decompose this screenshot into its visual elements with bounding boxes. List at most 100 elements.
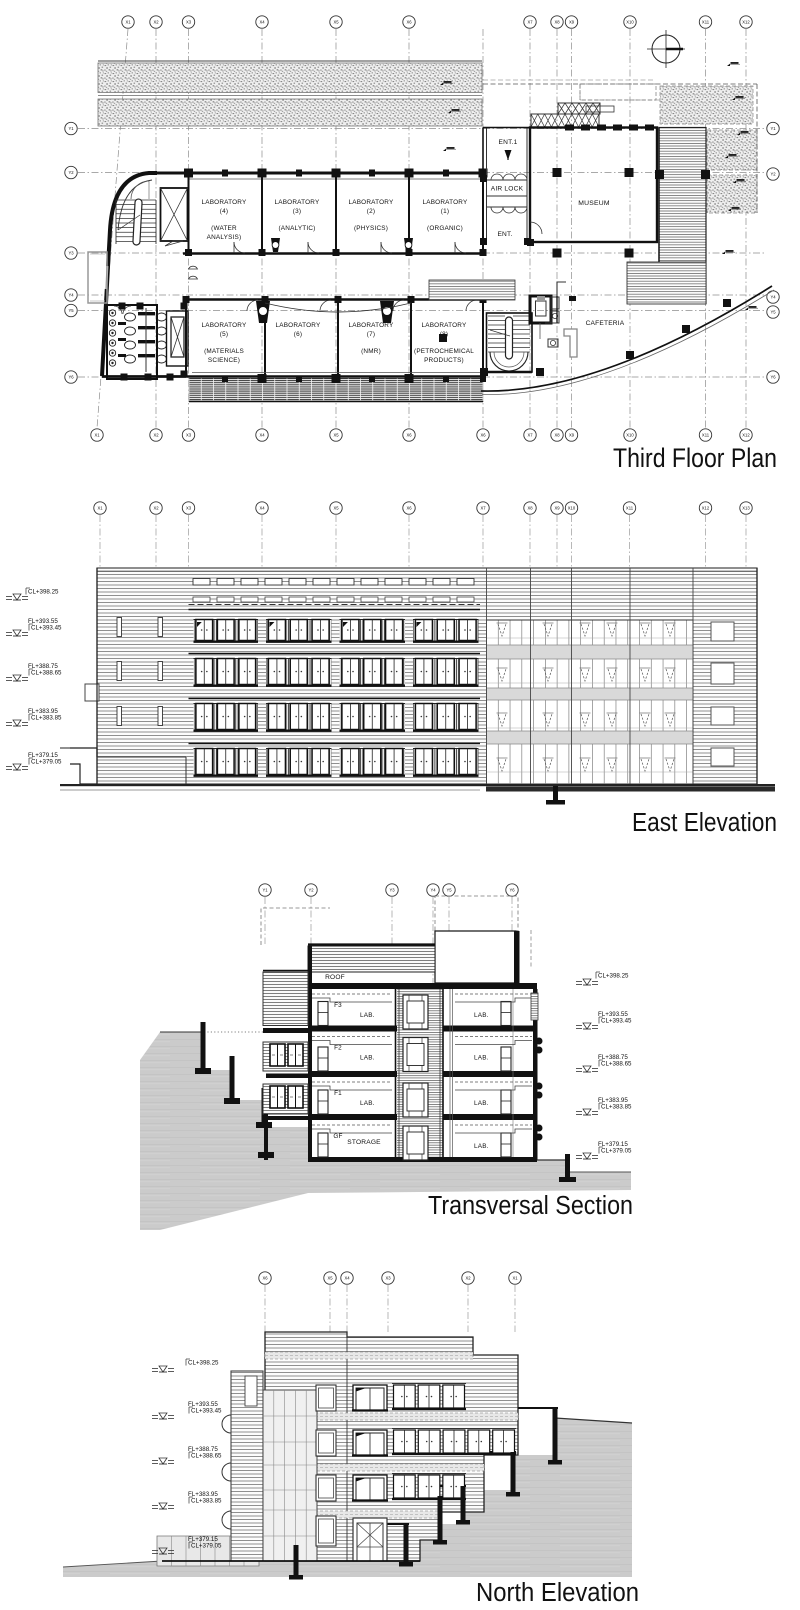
svg-text:X3: X3	[186, 506, 192, 511]
svg-text:X2: X2	[153, 20, 159, 25]
svg-text:Y4: Y4	[770, 295, 776, 300]
svg-text:AIR LOCK: AIR LOCK	[491, 186, 524, 193]
svg-text:(2): (2)	[367, 208, 375, 215]
svg-text:X3: X3	[186, 433, 192, 438]
svg-text:FL+383.95: FL+383.95	[598, 1097, 628, 1104]
svg-text:(5): (5)	[220, 331, 228, 338]
svg-text:(PETROCHEMICAL: (PETROCHEMICAL	[414, 348, 474, 355]
svg-text:FL+393.55: FL+393.55	[188, 1401, 218, 1408]
svg-text:Transversal Section: Transversal Section	[428, 1192, 633, 1220]
svg-text:X11: X11	[702, 20, 710, 25]
svg-text:X12: X12	[742, 433, 750, 438]
svg-text:Y1: Y1	[68, 126, 74, 131]
svg-text:X8: X8	[527, 506, 533, 511]
svg-text:LABORATORY: LABORATORY	[202, 199, 248, 206]
svg-text:(3): (3)	[293, 208, 301, 215]
svg-text:X6: X6	[406, 20, 412, 25]
svg-text:F1: F1	[334, 1090, 342, 1097]
svg-text:SCIENCE): SCIENCE)	[208, 357, 240, 364]
svg-text:CL+383.85: CL+383.85	[601, 1104, 632, 1111]
svg-text:X5: X5	[327, 1276, 333, 1281]
svg-text:X1: X1	[125, 20, 131, 25]
svg-text:CL+388.65: CL+388.65	[31, 670, 62, 677]
svg-text:X4: X4	[259, 506, 265, 511]
svg-text:(6): (6)	[294, 331, 302, 338]
svg-text:X4: X4	[259, 20, 265, 25]
svg-text:LABORATORY: LABORATORY	[202, 322, 248, 329]
svg-text:X11: X11	[702, 433, 710, 438]
svg-text:(WATER: (WATER	[211, 225, 237, 232]
svg-text:CL+388.65: CL+388.65	[601, 1061, 632, 1068]
svg-text:CL+393.45: CL+393.45	[191, 1408, 222, 1415]
svg-text:Y1: Y1	[262, 888, 268, 893]
svg-text:Y6: Y6	[509, 888, 515, 893]
svg-text:X7: X7	[527, 20, 533, 25]
svg-text:CAFETERIA: CAFETERIA	[586, 320, 625, 327]
svg-text:F3: F3	[334, 1002, 342, 1009]
svg-text:FL+393.55: FL+393.55	[28, 618, 58, 625]
svg-text:LABORATORY: LABORATORY	[349, 199, 395, 206]
svg-text:X2: X2	[465, 1276, 471, 1281]
svg-text:(1): (1)	[441, 208, 449, 215]
svg-text:X9: X9	[569, 433, 575, 438]
svg-text:LAB.: LAB.	[360, 1100, 375, 1107]
svg-text:LABORATORY: LABORATORY	[422, 322, 468, 329]
svg-text:LAB.: LAB.	[360, 1055, 375, 1062]
svg-text:(7): (7)	[367, 331, 375, 338]
svg-text:X9: X9	[554, 506, 560, 511]
svg-text:X1: X1	[97, 506, 103, 511]
svg-text:X6: X6	[480, 433, 486, 438]
svg-text:CL+393.45: CL+393.45	[31, 625, 62, 632]
svg-text:FL+383.95: FL+383.95	[188, 1491, 218, 1498]
svg-text:FL+388.75: FL+388.75	[28, 663, 58, 670]
svg-text:CL+379.05: CL+379.05	[601, 1148, 632, 1155]
svg-text:X10: X10	[626, 20, 634, 25]
svg-text:F2: F2	[334, 1045, 342, 1052]
svg-text:FL+379.15: FL+379.15	[598, 1141, 628, 1148]
svg-text:LABORATORY: LABORATORY	[349, 322, 395, 329]
svg-text:X6: X6	[262, 1276, 268, 1281]
svg-text:Third Floor Plan: Third Floor Plan	[613, 443, 777, 473]
svg-text:FL+379.15: FL+379.15	[188, 1536, 218, 1543]
svg-text:X1: X1	[512, 1276, 518, 1281]
svg-text:CL+398.25: CL+398.25	[598, 973, 629, 980]
svg-text:Y5: Y5	[446, 888, 452, 893]
svg-text:CL+383.85: CL+383.85	[31, 715, 62, 722]
svg-text:Y6: Y6	[68, 375, 74, 380]
svg-text:X4: X4	[344, 1276, 350, 1281]
svg-text:X12: X12	[742, 20, 750, 25]
svg-text:East Elevation: East Elevation	[632, 809, 777, 837]
svg-text:X2: X2	[153, 433, 159, 438]
svg-text:X5: X5	[333, 433, 339, 438]
svg-text:X9: X9	[569, 20, 575, 25]
svg-text:Y2: Y2	[308, 888, 314, 893]
svg-text:Y2: Y2	[68, 170, 74, 175]
svg-text:North Elevation: North Elevation	[476, 1579, 639, 1607]
svg-text:ENT.1: ENT.1	[499, 139, 518, 146]
svg-text:FL+388.75: FL+388.75	[188, 1446, 218, 1453]
svg-text:LAB.: LAB.	[360, 1012, 375, 1019]
svg-text:LAB.: LAB.	[474, 1055, 489, 1062]
svg-text:Y4: Y4	[68, 293, 74, 298]
svg-text:X7: X7	[480, 506, 486, 511]
svg-text:CL+398.25: CL+398.25	[188, 1360, 219, 1367]
svg-text:Y5: Y5	[68, 308, 74, 313]
svg-text:X6: X6	[406, 433, 412, 438]
svg-text:(PHYSICS): (PHYSICS)	[354, 225, 388, 232]
svg-text:Y2: Y2	[770, 172, 776, 177]
svg-text:Y5: Y5	[770, 310, 776, 315]
svg-text:LABORATORY: LABORATORY	[276, 322, 322, 329]
svg-text:CL+398.25: CL+398.25	[28, 589, 59, 596]
svg-text:ENT.: ENT.	[497, 231, 512, 238]
svg-text:MUSEUM: MUSEUM	[578, 200, 610, 207]
svg-text:X2: X2	[153, 506, 159, 511]
svg-text:Y3: Y3	[389, 888, 395, 893]
svg-text:PRODUCTS): PRODUCTS)	[424, 357, 464, 364]
svg-text:FL+393.55: FL+393.55	[598, 1011, 628, 1018]
svg-text:X10: X10	[626, 433, 634, 438]
svg-text:LABORATORY: LABORATORY	[423, 199, 469, 206]
svg-text:X3: X3	[385, 1276, 391, 1281]
svg-text:X12: X12	[702, 506, 710, 511]
svg-text:(4): (4)	[220, 208, 228, 215]
svg-text:Y4: Y4	[430, 888, 436, 893]
